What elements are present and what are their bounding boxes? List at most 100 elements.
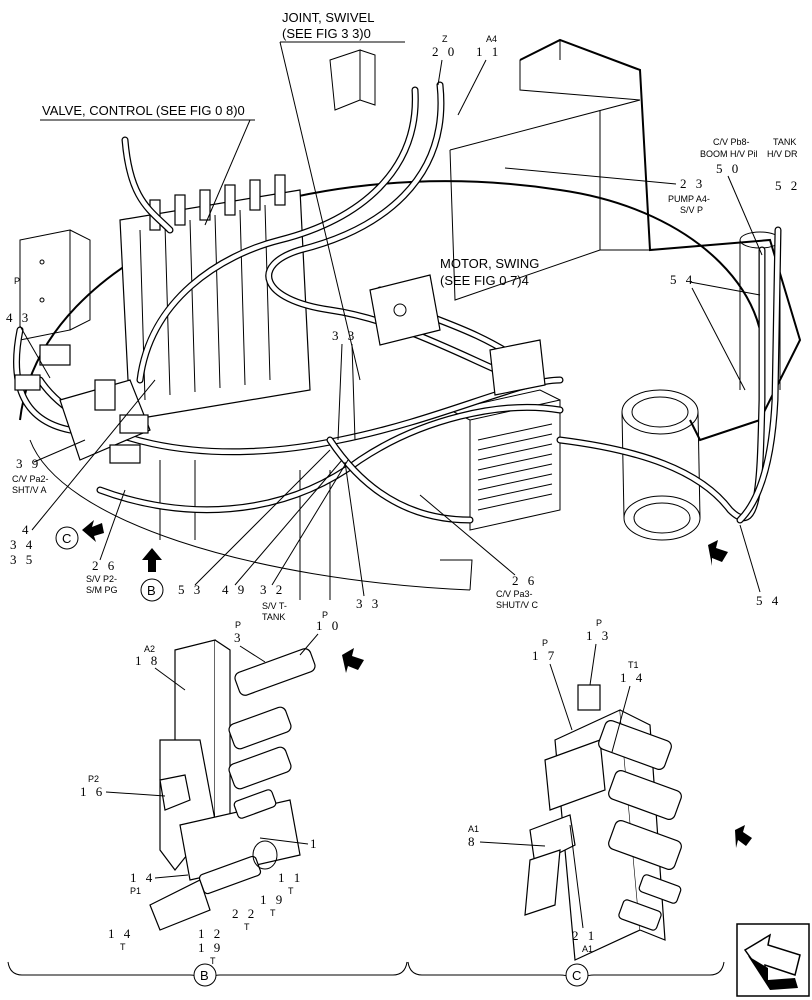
callout-50: C/V Pb8- BOOM H/V Pil 5 0 (700, 137, 763, 256)
svg-text:5 2: 5 2 (775, 178, 800, 193)
svg-text:8: 8 (468, 834, 478, 849)
svg-text:P: P (596, 618, 602, 628)
svg-text:1 2: 1 2 (198, 926, 223, 941)
svg-text:C: C (62, 531, 71, 546)
svg-text:BOOM H/V Pil: BOOM H/V Pil (700, 149, 758, 159)
svg-text:2 6: 2 6 (512, 573, 537, 588)
svg-text:3 9: 3 9 (16, 456, 41, 471)
svg-text:A2: A2 (144, 644, 155, 654)
callout-valve-control: VALVE, CONTROL (SEE FIG 0 8)0 (40, 103, 255, 226)
svg-text:T: T (288, 886, 294, 896)
svg-text:T: T (210, 956, 216, 966)
svg-text:2 3: 2 3 (680, 176, 705, 191)
callout-49: 4 9 (222, 459, 343, 597)
svg-text:1 4: 1 4 (620, 670, 645, 685)
svg-text:T: T (120, 942, 126, 952)
svg-text:1 1: 1 1 (278, 870, 303, 885)
detail-c-callouts: P 1 3 P 1 7 T1 1 4 A1 8 2 1 A1 C (407, 618, 725, 987)
svg-text:1 8: 1 8 (135, 653, 160, 668)
detail-c-assembly (524, 684, 752, 961)
svg-text:(SEE FIG 3 3)0: (SEE FIG 3 3)0 (282, 26, 371, 41)
callout-26-right: 2 6 C/V Pa3- SHUT/V C (419, 494, 539, 610)
svg-text:B: B (147, 583, 156, 598)
svg-text:1 0: 1 0 (316, 618, 341, 633)
callout-20: Z 2 0 (432, 34, 457, 86)
callout-11: A4 1 1 (457, 34, 501, 116)
svg-text:2 6: 2 6 (92, 558, 117, 573)
svg-text:SHUT/V C: SHUT/V C (496, 600, 539, 610)
svg-text:4 3: 4 3 (6, 310, 31, 325)
callout-23: 2 3 PUMP A4- S/V P (504, 167, 710, 215)
svg-text:A4: A4 (486, 34, 497, 44)
svg-text:3 2: 3 2 (260, 582, 285, 597)
svg-text:T1: T1 (628, 660, 639, 670)
svg-text:C/V Pb8-: C/V Pb8- (713, 137, 750, 147)
svg-text:1 9: 1 9 (260, 892, 285, 907)
svg-text:P2: P2 (88, 774, 99, 784)
detail-b-assembly (149, 639, 364, 931)
svg-text:2 2: 2 2 (232, 906, 257, 921)
svg-text:C/V Pa3-: C/V Pa3- (496, 589, 533, 599)
svg-text:Z: Z (442, 34, 448, 44)
flow-arrow-icon (708, 540, 728, 566)
svg-text:2 0: 2 0 (432, 44, 457, 59)
svg-text:1 6: 1 6 (80, 784, 105, 799)
next-page-arrow-icon[interactable] (736, 923, 810, 997)
svg-text:S/V P: S/V P (680, 205, 703, 215)
detail-b-callouts: P 3 P 1 0 A2 1 8 P2 1 6 1 1 4 P1 1 1 T 1… (7, 610, 408, 987)
svg-text:1: 1 (310, 836, 320, 851)
callout-33-lower: 3 3 (344, 461, 378, 611)
detail-b-marker (193, 963, 217, 987)
callout-26-left: 2 6 S/V P2- S/M PG (86, 489, 126, 595)
callout-motor-swing: MOTOR, SWING (SEE FIG 0 7)4 (440, 256, 539, 288)
svg-text:3: 3 (234, 630, 244, 645)
svg-text:5 4: 5 4 (756, 593, 781, 608)
svg-text:A1: A1 (582, 944, 593, 954)
svg-text:VALVE, CONTROL (SEE FIG 0 8)0: VALVE, CONTROL (SEE FIG 0 8)0 (42, 103, 245, 118)
view-marker-c: C (55, 520, 104, 550)
svg-text:1 4: 1 4 (130, 870, 155, 885)
svg-text:5 4: 5 4 (670, 272, 695, 287)
svg-text:4 9: 4 9 (222, 582, 247, 597)
svg-text:3 3: 3 3 (332, 328, 357, 343)
svg-text:1 9: 1 9 (198, 940, 223, 955)
svg-text:C/V Pa2-: C/V Pa2- (12, 474, 49, 484)
callout-53: 5 3 (178, 449, 331, 597)
callout-32: 3 2 S/V T- TANK (260, 459, 349, 622)
svg-text:2 1: 2 1 (572, 928, 597, 943)
svg-text:4: 4 (22, 522, 32, 537)
svg-text:P1: P1 (130, 886, 141, 896)
callout-43: P 4 3 (6, 276, 51, 379)
svg-text:SHT/V A: SHT/V A (12, 485, 47, 495)
view-marker-b: B (140, 548, 164, 602)
svg-text:5 3: 5 3 (178, 582, 203, 597)
svg-text:P: P (542, 638, 548, 648)
svg-text:TANK: TANK (773, 137, 796, 147)
svg-text:MOTOR, SWING: MOTOR, SWING (440, 256, 539, 271)
callout-33-upper: 3 3 (332, 328, 357, 441)
svg-text:P: P (322, 610, 328, 620)
svg-text:A1: A1 (468, 824, 479, 834)
upper-structure-frame (19, 38, 802, 600)
tank-fins (477, 423, 553, 511)
svg-text:JOINT, SWIVEL: JOINT, SWIVEL (282, 10, 374, 25)
svg-text:PUMP A4-: PUMP A4- (668, 194, 710, 204)
svg-text:3 4: 3 4 (10, 537, 35, 552)
callout-54-lower: 5 4 (739, 524, 781, 608)
svg-text:(SEE FIG 0 7)4: (SEE FIG 0 7)4 (440, 273, 529, 288)
svg-text:H/V DR: H/V DR (767, 149, 798, 159)
svg-text:P: P (235, 620, 241, 630)
swing-motor-block (369, 274, 546, 396)
callout-54-upper: 5 4 (670, 272, 761, 391)
svg-text:T: T (270, 908, 276, 918)
callout-joint-swivel: JOINT, SWIVEL (SEE FIG 3 3)0 (279, 10, 405, 381)
svg-text:1 7: 1 7 (532, 648, 557, 663)
svg-text:3 5: 3 5 (10, 552, 35, 567)
svg-text:1 3: 1 3 (586, 628, 611, 643)
svg-text:T: T (244, 922, 250, 932)
svg-text:P: P (14, 276, 20, 286)
callout-4-34-35: 4 3 4 3 5 (10, 379, 156, 567)
svg-text:C: C (572, 968, 581, 983)
svg-text:1 1: 1 1 (476, 44, 501, 59)
